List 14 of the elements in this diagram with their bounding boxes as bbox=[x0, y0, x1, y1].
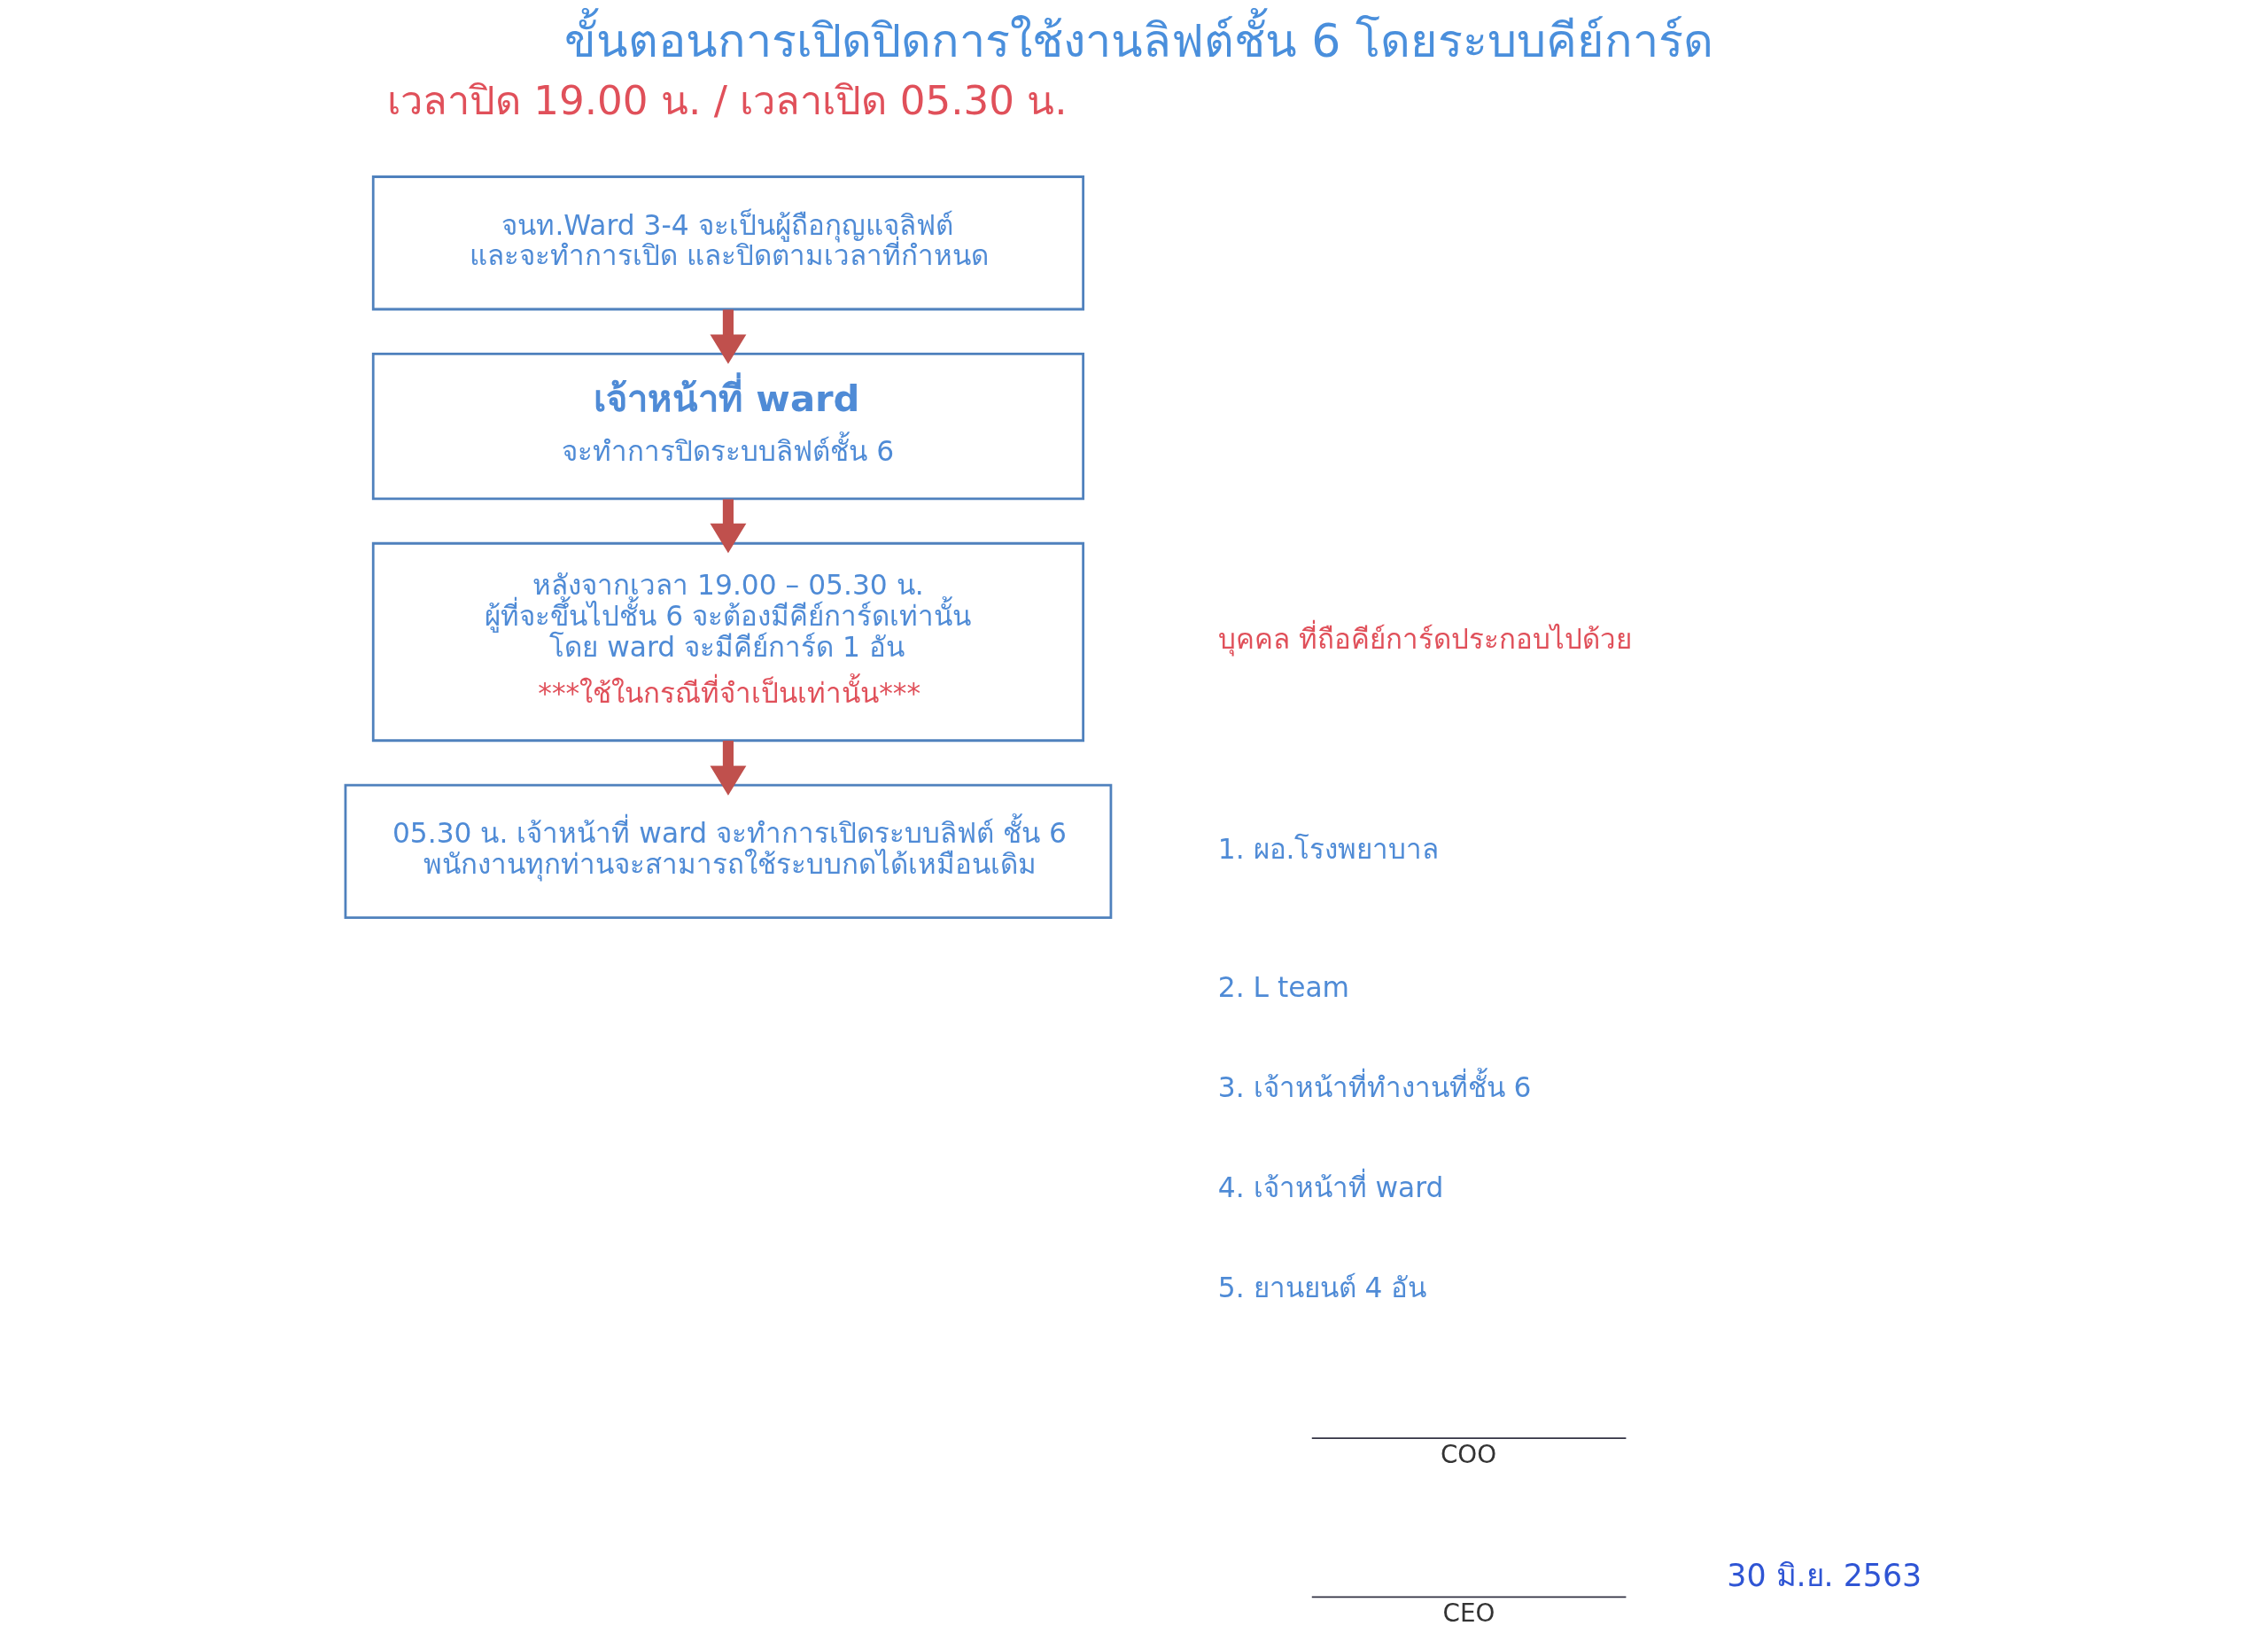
arrow bbox=[710, 740, 747, 796]
node-box: เจ้าหน้าที่ ward จะทำการปิดระบบลิฟต์ชั้น 6 bbox=[371, 353, 1085, 501]
node-box: 05.30 น. เจ้าหน้าที่ ward จะทำการเปิดระบบลิฟต์ ชั้น 6 พนักงานทุกท่านจะสามารถใช้ระบบกดได้เหมือนเดิม bbox=[344, 783, 1113, 920]
label: 30 มิ.ย. 2563 bbox=[1727, 1558, 1922, 1594]
label: เวลาปิด 19.00 น. / เวลาเปิด 05.30 น. bbox=[386, 76, 1068, 124]
node-box: หลังจากเวลา 19.00 – 05.30 น. ผู้ที่จะขึ้นไปชั้น 6 จะต้องมีคีย์การ์ดเท่านั้น โดย ward จะมีคีย์การ์ด 1 อัน ***ใช้ในกรณีที่จำเป็นเท่านั้น*** bbox=[371, 541, 1085, 743]
label: CEO bbox=[1442, 1598, 1495, 1628]
label: 5. ยานยนต์ 4 อัน bbox=[1217, 1272, 1427, 1304]
arrow bbox=[710, 309, 747, 364]
node-box: จนท.Ward 3-4 จะเป็นผู้ถือกุญแจลิฟต์ และจะทำการเปิด และปิดตามเวลาที่กำหนด bbox=[371, 175, 1085, 311]
label: 2. L team bbox=[1217, 971, 1350, 1004]
arrow bbox=[710, 499, 747, 554]
label: COO bbox=[1440, 1439, 1497, 1469]
label: 1. ผอ.โรงพยาบาล bbox=[1217, 832, 1440, 865]
